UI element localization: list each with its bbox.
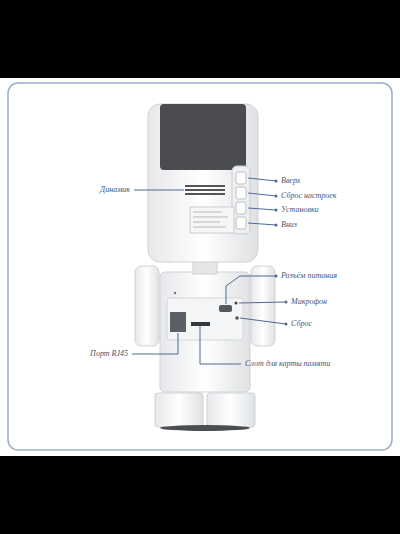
sd-slot xyxy=(191,322,210,326)
button-panel xyxy=(232,166,250,234)
page-ground xyxy=(0,78,400,456)
left-leg xyxy=(155,393,203,427)
button xyxy=(236,187,246,199)
callout-label: Слот для карты памяти xyxy=(245,359,330,369)
leader-lines xyxy=(132,178,286,364)
callout-label: Сброс xyxy=(291,319,312,329)
callout-label: Установки xyxy=(281,205,319,215)
left-arm xyxy=(135,266,159,346)
reset-hole xyxy=(235,316,239,320)
head xyxy=(148,104,258,262)
callout-label: Вверх xyxy=(281,176,300,186)
sticker-lines xyxy=(193,212,228,227)
microphone-hole xyxy=(235,302,238,305)
speaker-grille xyxy=(185,185,225,195)
right-leg xyxy=(207,393,255,427)
base xyxy=(160,425,250,431)
callout-label: Микрофон xyxy=(291,297,327,307)
callout-label: Динамик xyxy=(100,185,130,195)
info-sticker xyxy=(190,207,234,233)
body xyxy=(160,272,250,392)
rj45-port xyxy=(170,312,186,332)
leader-dots xyxy=(275,180,288,326)
callout-label: Разъём питания xyxy=(281,271,337,281)
screen xyxy=(160,104,246,170)
button xyxy=(236,202,246,214)
callout-label: Сброс настроек xyxy=(281,191,337,201)
button xyxy=(236,217,246,229)
right-arm xyxy=(251,266,275,346)
led xyxy=(174,292,176,294)
callout-label: Порт RJ45 xyxy=(90,349,128,359)
callout-label: Вниз xyxy=(281,220,297,230)
power-socket xyxy=(219,305,232,312)
frame xyxy=(8,83,392,450)
button xyxy=(236,172,246,184)
